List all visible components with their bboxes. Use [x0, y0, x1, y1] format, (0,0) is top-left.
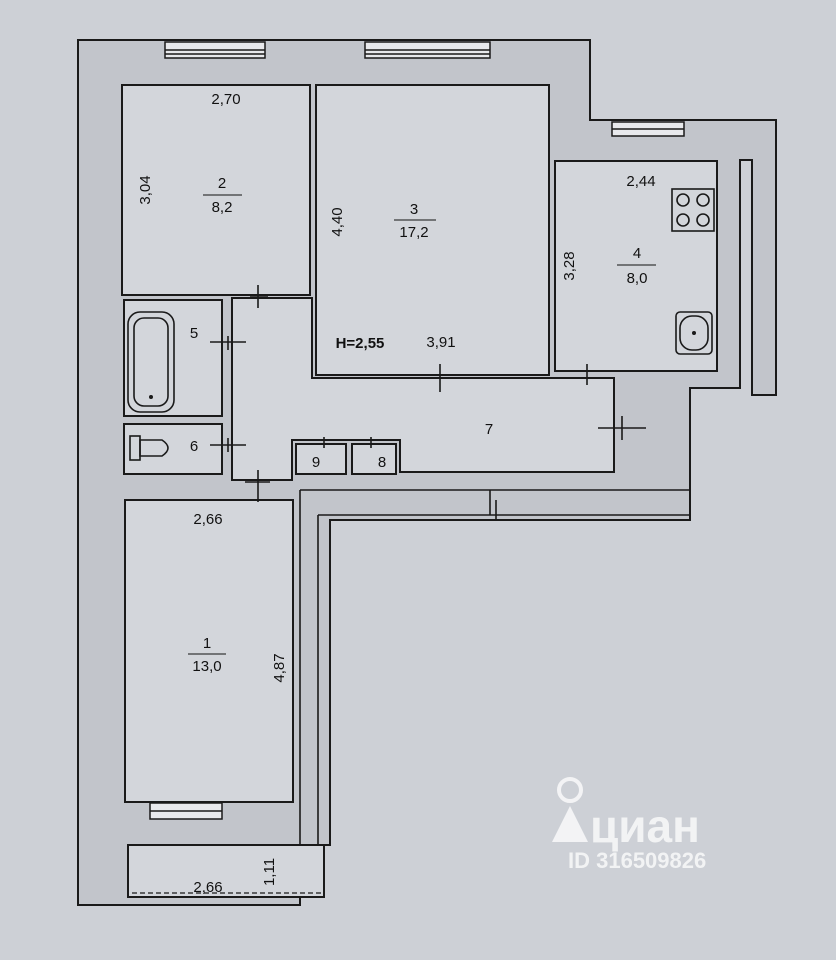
window-room-2 — [164, 41, 266, 59]
room-2 — [121, 84, 311, 296]
svg-text:2: 2 — [218, 175, 226, 192]
room-3 — [315, 84, 550, 376]
svg-text:2,66: 2,66 — [193, 879, 222, 896]
svg-text:2,44: 2,44 — [626, 173, 655, 190]
ceiling-height-label: H=2,55 — [336, 335, 385, 352]
svg-text:13,0: 13,0 — [192, 658, 221, 675]
watermark-id: ID 316509826 — [568, 848, 706, 873]
room-5-label: 5 — [190, 325, 198, 342]
door-marks — [210, 285, 646, 502]
cian-watermark: циан ID 316509826 — [552, 777, 706, 873]
room-6-label: 6 — [190, 438, 198, 455]
svg-text:1,11: 1,11 — [261, 858, 278, 886]
location-pin-icon — [552, 777, 588, 842]
svg-text:2,66: 2,66 — [193, 511, 222, 528]
room-4-labels: 2,44 3,28 4 8,0 — [561, 173, 656, 287]
svg-text:8,0: 8,0 — [627, 270, 648, 287]
svg-text:3,91: 3,91 — [426, 334, 455, 351]
room-9 — [295, 443, 347, 475]
room-9-label: 9 — [312, 454, 320, 471]
window-room-3 — [364, 41, 491, 59]
bathtub-icon — [127, 311, 175, 413]
svg-text:3,04: 3,04 — [137, 175, 154, 204]
svg-text:4,40: 4,40 — [329, 207, 346, 236]
room-8 — [351, 443, 397, 475]
svg-text:1: 1 — [203, 635, 211, 652]
svg-text:2,70: 2,70 — [211, 91, 240, 108]
room-2-labels: 2,70 3,04 2 8,2 — [137, 91, 242, 216]
room-1 — [124, 499, 294, 803]
svg-text:8,2: 8,2 — [212, 199, 233, 216]
room-6 — [123, 423, 223, 475]
svg-text:3,28: 3,28 — [561, 251, 578, 280]
room-7-label: 7 — [485, 421, 493, 438]
svg-text:3: 3 — [410, 201, 418, 218]
stair-wall-lines — [299, 489, 690, 845]
room-3-labels: 4,40 3 17,2 3,91 H=2,55 — [329, 201, 456, 352]
balcony — [127, 844, 325, 898]
svg-text:4,87: 4,87 — [271, 653, 288, 682]
balcony-labels: 2,66 1,11 — [193, 858, 278, 896]
svg-text:17,2: 17,2 — [399, 224, 428, 241]
toilet-icon — [129, 435, 169, 461]
room-8-label: 8 — [378, 454, 386, 471]
svg-text:4: 4 — [633, 245, 641, 262]
watermark-brand: циан — [590, 800, 700, 852]
stove-icon — [671, 188, 715, 232]
window-room-1 — [149, 802, 223, 820]
sink-icon — [675, 311, 713, 355]
room-7 — [231, 297, 615, 481]
room-1-labels: 2,66 1 13,0 4,87 — [188, 511, 288, 683]
room-4 — [554, 160, 718, 372]
window-room-4 — [611, 121, 685, 137]
